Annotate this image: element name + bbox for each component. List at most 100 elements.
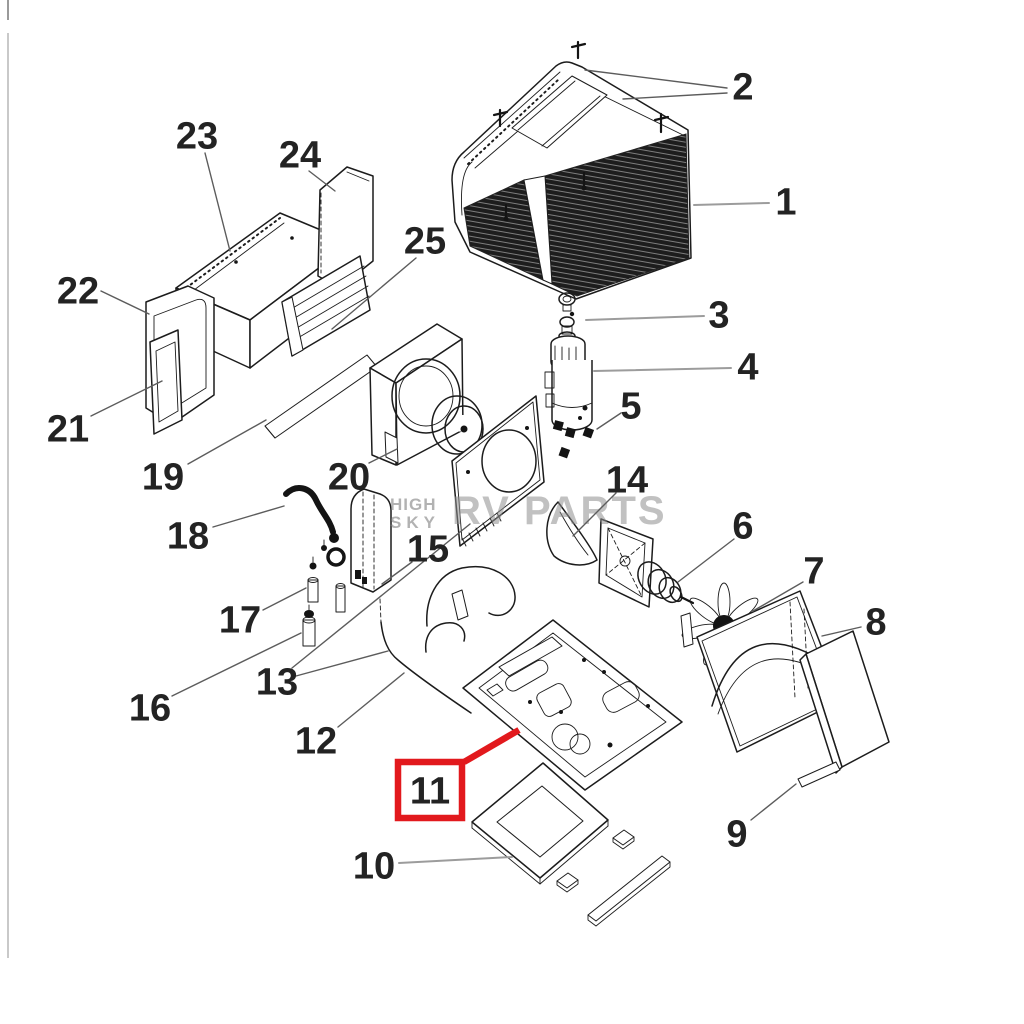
highlight-box bbox=[394, 758, 466, 822]
leader-line-24 bbox=[308, 170, 336, 192]
watermark-main: RV PARTS bbox=[452, 489, 667, 533]
part-number-9: 9 bbox=[726, 814, 747, 856]
leader-line-20 bbox=[368, 448, 398, 464]
leader-line-14 bbox=[572, 492, 617, 537]
leader-line-1 bbox=[693, 202, 770, 206]
part-blower-assembly bbox=[369, 323, 484, 466]
part-divider-panel bbox=[451, 395, 545, 547]
callout-10: 10 bbox=[353, 846, 513, 888]
callout-9: 9 bbox=[726, 783, 797, 856]
part-foam-pads bbox=[556, 829, 671, 927]
part-number-13: 13 bbox=[256, 662, 298, 704]
part-bolt-spacer bbox=[307, 539, 346, 613]
leader-line-10 bbox=[398, 856, 513, 864]
watermark-line2: SKY bbox=[390, 513, 440, 532]
part-number-14: 14 bbox=[606, 460, 648, 502]
leader-line-3 bbox=[585, 315, 705, 321]
callout-1: 1 bbox=[693, 182, 797, 224]
part-number-5: 5 bbox=[620, 386, 641, 428]
watermark-line1: HIGH bbox=[390, 495, 437, 514]
part-front-panel bbox=[149, 329, 183, 435]
part-motor-mount-plate bbox=[598, 518, 654, 608]
part-number-10: 10 bbox=[353, 846, 395, 888]
callout-19: 19 bbox=[142, 419, 267, 499]
callout-25: 25 bbox=[331, 221, 446, 330]
callout-24: 24 bbox=[279, 135, 336, 192]
callout-4: 4 bbox=[593, 347, 759, 389]
part-tube-hook bbox=[424, 566, 516, 653]
part-number-18: 18 bbox=[167, 516, 209, 558]
leader-line-6 bbox=[677, 538, 735, 583]
highlight-leader-line bbox=[462, 727, 521, 765]
callout-8: 8 bbox=[821, 602, 887, 644]
watermark: HIGH SKY RV PARTS bbox=[390, 489, 667, 533]
leader-line-17 bbox=[262, 587, 307, 611]
leader-line-2 bbox=[622, 92, 728, 100]
leader-line-2 bbox=[584, 69, 728, 89]
leader-line-4 bbox=[593, 367, 732, 372]
part-number-21: 21 bbox=[47, 409, 89, 451]
part-number-16: 16 bbox=[129, 688, 171, 730]
leader-line-15 bbox=[381, 561, 413, 585]
callout-3: 3 bbox=[585, 295, 730, 337]
part-number-1: 1 bbox=[775, 182, 796, 224]
leader-line-13 bbox=[291, 523, 471, 669]
part-number-24: 24 bbox=[279, 135, 321, 177]
part-number-6: 6 bbox=[732, 506, 753, 548]
leader-line-22 bbox=[100, 290, 150, 315]
leader-line-5 bbox=[596, 412, 622, 430]
callout-2: 2 bbox=[584, 67, 754, 109]
part-number-11: 11 bbox=[410, 771, 450, 813]
leader-line-18 bbox=[212, 505, 285, 528]
highlight-part-11: 11 bbox=[394, 727, 521, 822]
part-top-cover bbox=[451, 61, 692, 300]
callout-23: 23 bbox=[176, 116, 231, 252]
part-number-12: 12 bbox=[295, 721, 337, 763]
callout-17: 17 bbox=[219, 587, 307, 642]
leader-line-12 bbox=[337, 672, 405, 728]
part-evaporator-coil bbox=[281, 255, 371, 357]
part-compressor bbox=[544, 335, 593, 439]
part-number-25: 25 bbox=[404, 221, 446, 263]
part-louver-strip bbox=[264, 354, 378, 439]
part-refrigerant-tube bbox=[379, 598, 472, 714]
callout-12: 12 bbox=[295, 672, 405, 763]
leader-line-21 bbox=[90, 380, 163, 417]
part-side-panel bbox=[797, 630, 890, 788]
leader-line-7 bbox=[752, 581, 804, 612]
callout-16: 16 bbox=[129, 632, 302, 730]
callout-15: 15 bbox=[381, 529, 449, 585]
callout-20: 20 bbox=[328, 448, 398, 499]
part-mounting-nuts bbox=[558, 426, 595, 459]
leader-line-23 bbox=[204, 152, 231, 252]
part-bushing bbox=[302, 604, 316, 647]
leader-line-25 bbox=[331, 257, 417, 330]
leader-line-13 bbox=[295, 650, 389, 677]
callout-6: 6 bbox=[677, 506, 754, 583]
part-duct-wedge bbox=[546, 501, 598, 566]
part-control-panel bbox=[350, 488, 392, 593]
callout-13: 13 bbox=[256, 523, 471, 704]
leader-line-9 bbox=[750, 783, 797, 821]
part-number-8: 8 bbox=[865, 602, 886, 644]
part-number-4: 4 bbox=[737, 347, 758, 389]
part-number-15: 15 bbox=[407, 529, 449, 571]
part-fan-motor bbox=[637, 561, 695, 605]
callout-5: 5 bbox=[596, 386, 642, 430]
part-gasket-frame bbox=[471, 762, 609, 885]
part-number-20: 20 bbox=[328, 457, 370, 499]
leader-line-16 bbox=[171, 632, 302, 697]
part-cover-bolts bbox=[492, 40, 670, 222]
part-number-23: 23 bbox=[176, 116, 218, 158]
callout-21: 21 bbox=[47, 380, 163, 451]
leader-line-8 bbox=[821, 626, 862, 637]
callout-14: 14 bbox=[572, 460, 648, 537]
part-sensor-wire bbox=[283, 485, 346, 567]
part-number-19: 19 bbox=[142, 457, 184, 499]
callout-22: 22 bbox=[57, 271, 150, 315]
part-number-22: 22 bbox=[57, 271, 99, 313]
part-number-17: 17 bbox=[219, 600, 261, 642]
